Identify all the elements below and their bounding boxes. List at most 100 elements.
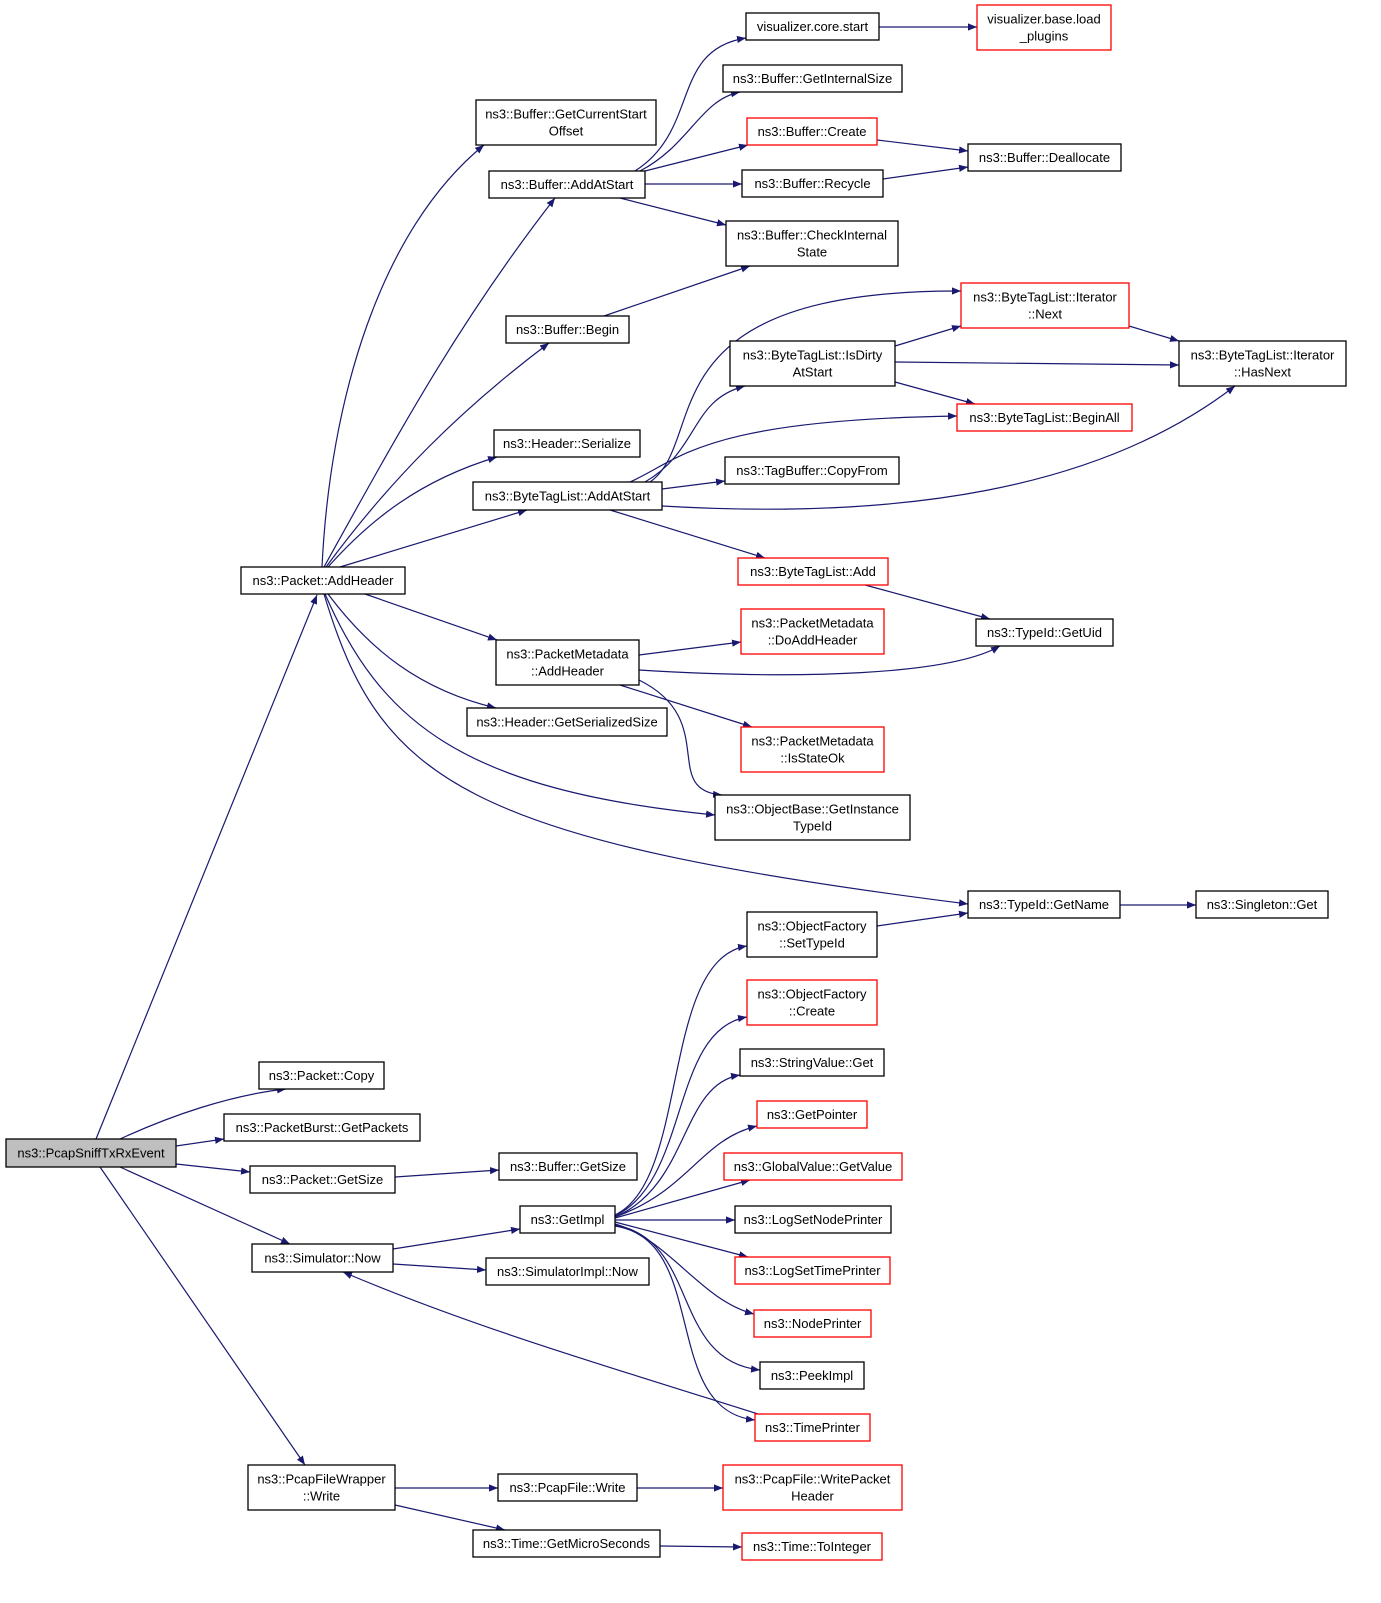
node-label: ns3::PcapFile::Write [509,1480,625,1495]
node-bufgis[interactable]: ns3::Buffer::GetInternalSize [722,64,903,93]
edge-timegms-to-timetoint [659,1543,743,1551]
node-pkgetsize[interactable]: ns3::Packet::GetSize [249,1165,396,1194]
node-timetoint[interactable]: ns3::Time::ToInteger [741,1532,883,1561]
node-hdrser[interactable]: ns3::Header::Serialize [493,429,641,458]
node-tidgn[interactable]: ns3::TypeId::GetName [967,890,1121,919]
node-getptr[interactable]: ns3::GetPointer [756,1100,868,1129]
node-label: ns3::TypeId::GetName [979,897,1109,912]
node-btlba[interactable]: ns3::ByteTagList::BeginAll [956,403,1133,432]
node-box [976,4,1112,51]
node-addheader[interactable]: ns3::Packet::AddHeader [240,566,406,595]
node-box [740,726,885,773]
node-label: ns3::PcapSniffTxRxEvent [17,1146,165,1161]
node-btlihn[interactable]: ns3::ByteTagList::Iterator::HasNext [1178,340,1347,387]
node-label: ns3::Buffer::Create [758,124,867,139]
node-tbcf[interactable]: ns3::TagBuffer::CopyFrom [724,456,900,485]
node-box [746,117,878,146]
node-label: ns3::ByteTagList::Add [750,564,876,579]
node-lstp[interactable]: ns3::LogSetTimePrinter [734,1256,891,1285]
node-hdrgss[interactable]: ns3::Header::GetSerializedSize [466,707,668,737]
node-svget[interactable]: ns3::StringValue::Get [739,1048,885,1077]
edge-btlidas-to-btlihn [894,361,1180,369]
node-box [223,1113,421,1142]
node-bufdealloc[interactable]: ns3::Buffer::Deallocate [967,143,1122,172]
node-box [497,1473,638,1502]
node-btladd[interactable]: ns3::ByteTagList::Add [737,557,889,586]
node-box [724,456,900,485]
node-label: Header [791,1489,834,1504]
node-box [739,1048,885,1077]
node-box [5,1138,177,1168]
node-btlaas[interactable]: ns3::ByteTagList::AddAtStart [472,481,663,511]
edge-root-to-pkgetsize [175,1163,251,1175]
node-label: ns3::Packet::Copy [269,1068,375,1083]
edge-addheader-to-bufgcso [321,144,485,568]
edge-bufaas-to-bufcis [619,197,727,227]
node-btlinext[interactable]: ns3::ByteTagList::Iterator::Next [960,282,1130,329]
node-box [741,169,884,198]
node-box [734,1205,892,1234]
node-bufgetsize[interactable]: ns3::Buffer::GetSize [498,1152,638,1181]
node-bufrecycle[interactable]: ns3::Buffer::Recycle [741,169,884,198]
edge-addheader-to-obgit [324,593,716,818]
node-label: ns3::LogSetNodePrinter [744,1212,883,1227]
node-box [493,429,641,458]
edge-bufcreate-to-bufdealloc [876,139,969,154]
node-box [519,1205,616,1234]
edge-pmah-to-pmiso [619,684,753,728]
node-label: ns3::PacketMetadata [506,647,629,662]
node-pmiso[interactable]: ns3::PacketMetadata::IsStateOk [740,726,885,773]
edge-timeprn-to-simnow [342,1271,759,1415]
edge-btladd-to-tidgu [864,584,991,621]
node-tidgu[interactable]: ns3::TypeId::GetUid [975,618,1114,647]
node-singget[interactable]: ns3::Singleton::Get [1195,890,1329,919]
node-bufcreate[interactable]: ns3::Buffer::Create [746,117,878,146]
node-box [722,1464,903,1511]
node-label: ::AddHeader [531,664,605,679]
node-label: ns3::ObjectFactory [757,987,867,1002]
node-simnow[interactable]: ns3::Simulator::Now [251,1243,394,1273]
node-box [472,481,663,511]
node-box [756,1100,868,1129]
edge-getimpl-to-ofcreate [614,1014,748,1217]
node-pmah[interactable]: ns3::PacketMetadata::AddHeader [495,639,640,686]
node-visload[interactable]: visualizer.base.load_plugins [976,4,1112,51]
node-ofst[interactable]: ns3::ObjectFactory::SetTypeId [746,911,878,958]
node-label: ns3::PacketMetadata [751,734,874,749]
node-bufbegin[interactable]: ns3::Buffer::Begin [505,315,630,344]
node-lsnp[interactable]: ns3::LogSetNodePrinter [734,1205,892,1234]
node-root[interactable]: ns3::PcapSniffTxRxEvent [5,1138,177,1168]
nodes-layer: ns3::PcapSniffTxRxEvent ns3::Packet::AddH… [5,4,1347,1561]
node-ofcreate[interactable]: ns3::ObjectFactory::Create [746,979,878,1026]
node-label: ns3::Buffer::Begin [516,322,619,337]
node-bufaas[interactable]: ns3::Buffer::AddAtStart [488,170,646,199]
node-simimplnow[interactable]: ns3::SimulatorImpl::Now [485,1257,650,1286]
node-pburst[interactable]: ns3::PacketBurst::GetPackets [223,1113,421,1142]
node-gvgv[interactable]: ns3::GlobalValue::GetValue [723,1152,903,1181]
edge-pfwwrite-to-timegms [394,1504,506,1532]
node-box [734,1256,891,1285]
edge-addheader-to-pmah [364,593,498,641]
node-label: ns3::Header::GetSerializedSize [476,715,657,730]
node-pkcopy[interactable]: ns3::Packet::Copy [258,1061,385,1090]
node-label: ns3::StringValue::Get [751,1055,874,1070]
node-peekimpl[interactable]: ns3::PeekImpl [759,1361,865,1390]
node-getimpl[interactable]: ns3::GetImpl [519,1205,616,1234]
edge-addheader-to-tidgn [323,593,969,907]
node-timeprn[interactable]: ns3::TimePrinter [754,1413,871,1442]
edge-simnow-to-getimpl [392,1226,521,1250]
node-label: ::Create [789,1004,835,1019]
node-label: ns3::Time::GetMicroSeconds [483,1536,651,1551]
node-pfwrite[interactable]: ns3::PcapFile::Write [497,1473,638,1502]
node-pfwwrite[interactable]: ns3::PcapFileWrapper::Write [247,1464,396,1511]
node-pmdah[interactable]: ns3::PacketMetadata::DoAddHeader [740,608,885,655]
node-timegms[interactable]: ns3::Time::GetMicroSeconds [472,1529,661,1558]
node-nodeprn[interactable]: ns3::NodePrinter [753,1309,872,1338]
node-viscore[interactable]: visualizer.core.start [745,12,880,41]
